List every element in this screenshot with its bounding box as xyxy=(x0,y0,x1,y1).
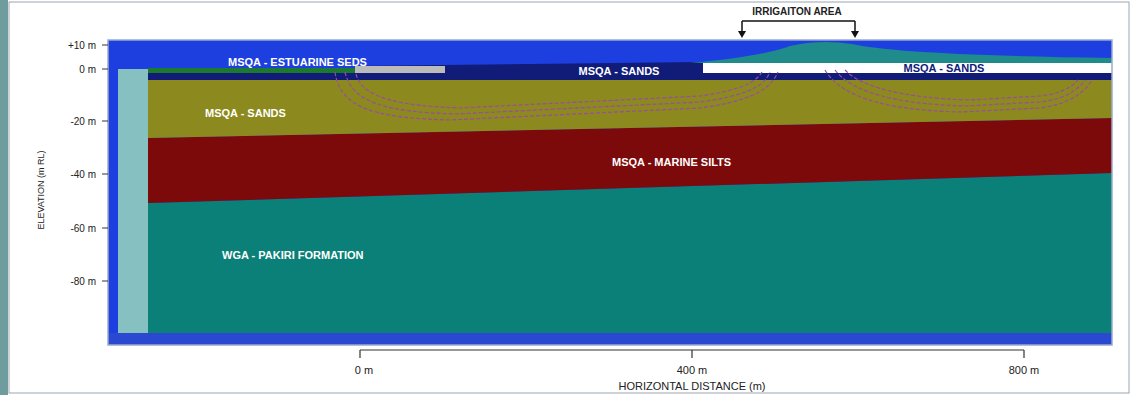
axis-tick-label: +10 m xyxy=(68,40,96,51)
area-title: IRRIGAITON AREA xyxy=(752,6,841,17)
irrigation-bracket xyxy=(738,21,859,38)
irrigation-mound xyxy=(690,42,1112,63)
layer-label: MSQA - ESTUARINE SEDS xyxy=(228,56,367,68)
axis-tick-label: -60 m xyxy=(70,223,96,234)
axis-tick-label: 0 m xyxy=(355,364,373,376)
layer-label: WGA - PAKIRI FORMATION xyxy=(222,249,364,261)
flowlines xyxy=(335,70,1092,120)
layer-label: MSQA - MARINE SILTS xyxy=(612,156,731,168)
sands-layer xyxy=(148,80,1112,138)
axis-tick-label: 400 m xyxy=(677,364,708,376)
plot-frame xyxy=(108,40,1112,345)
y-ticks xyxy=(102,45,108,281)
x-axis xyxy=(360,350,1024,358)
axis-tick-label: 0 m xyxy=(79,64,96,75)
axis-title: HORIZONTAL DISTANCE (m) xyxy=(618,380,765,392)
axis-tick-label: 800 m xyxy=(1009,364,1040,376)
outer-frame xyxy=(9,2,1129,393)
estuarine-layer xyxy=(148,68,355,73)
layer-label: MSQA - SANDS xyxy=(904,62,985,74)
layer-label: MSQA - SANDS xyxy=(205,107,286,119)
layer-label: MSQA - SANDS xyxy=(579,65,660,77)
side-strip xyxy=(0,0,8,395)
axis-tick-label: -40 m xyxy=(70,169,96,180)
axis-tick-label: -20 m xyxy=(70,116,96,127)
air-band xyxy=(108,40,1112,333)
axis-tick-label: -80 m xyxy=(70,276,96,287)
boundary-column xyxy=(118,69,148,333)
bottom-strip xyxy=(108,333,1112,345)
axis-title: ELEVATION (m RL) xyxy=(37,150,47,229)
grey-patch xyxy=(355,66,445,73)
